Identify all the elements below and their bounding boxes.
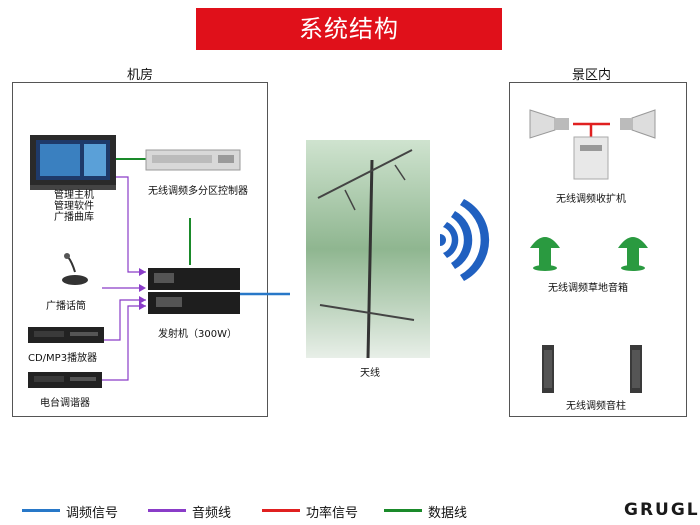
brand-logo: GRUGL [624, 500, 700, 520]
lawn-speaker-left-icon [530, 237, 560, 271]
legend-label-power: 功率信号 [306, 506, 359, 521]
page-title: 系统结构 [196, 8, 502, 50]
audio-line-host [116, 176, 146, 273]
cd-player-label: CD/MP3播放器 [28, 353, 98, 364]
legend: 调频信号 音频线 功率信号 数据线 [22, 502, 542, 521]
transmitter-label: 发射机（300W） [158, 329, 237, 340]
receiver-amp-label: 无线调频收扩机 [556, 194, 626, 205]
lawn-speaker-label: 无线调频草地音箱 [548, 283, 628, 294]
wireless-signal-icon [440, 199, 490, 281]
column-speaker-right-icon [630, 345, 642, 393]
legend-swatch-data [384, 509, 422, 512]
horn-speaker-right-icon [620, 109, 656, 139]
receiver-amp-icon [573, 136, 609, 180]
microphone-icon [62, 253, 88, 285]
main-host-label-line1: 管理主机 [54, 190, 94, 201]
legend-label-data: 数据线 [428, 506, 468, 521]
scenic-area-label: 景区内 [572, 68, 612, 83]
legend-label-audio: 音频线 [192, 506, 232, 521]
controller-icon [145, 149, 241, 171]
main-host-icon [30, 135, 116, 190]
tuner-label: 电台调谐器 [40, 398, 90, 409]
tuner-icon [28, 372, 102, 388]
legend-swatch-fm [22, 509, 60, 512]
microphone-label: 广播话筒 [46, 301, 86, 312]
audio-line-cd [104, 299, 146, 341]
column-speaker-left-icon [542, 345, 554, 393]
cd-player-icon [28, 327, 104, 343]
controller-label: 无线调频多分区控制器 [148, 186, 248, 197]
audio-line-tuner [102, 305, 146, 381]
transmitter-icon [148, 268, 240, 314]
main-host-label-line2: 管理软件 [54, 201, 94, 212]
main-host-label-line3: 广播曲库 [54, 212, 94, 223]
legend-swatch-power [262, 509, 300, 512]
machine-room-label: 机房 [127, 68, 154, 83]
legend-label-fm: 调频信号 [66, 506, 119, 521]
machine-room-box [12, 82, 268, 417]
main-host-label: 管理主机 管理软件 广播曲库 [40, 190, 108, 223]
antenna-icon [306, 140, 430, 359]
horn-speaker-left-icon [529, 109, 569, 139]
column-speaker-label: 无线调频音柱 [566, 401, 626, 412]
lawn-speaker-right-icon [618, 237, 648, 271]
antenna-label: 天线 [360, 368, 380, 379]
legend-swatch-audio [148, 509, 186, 512]
